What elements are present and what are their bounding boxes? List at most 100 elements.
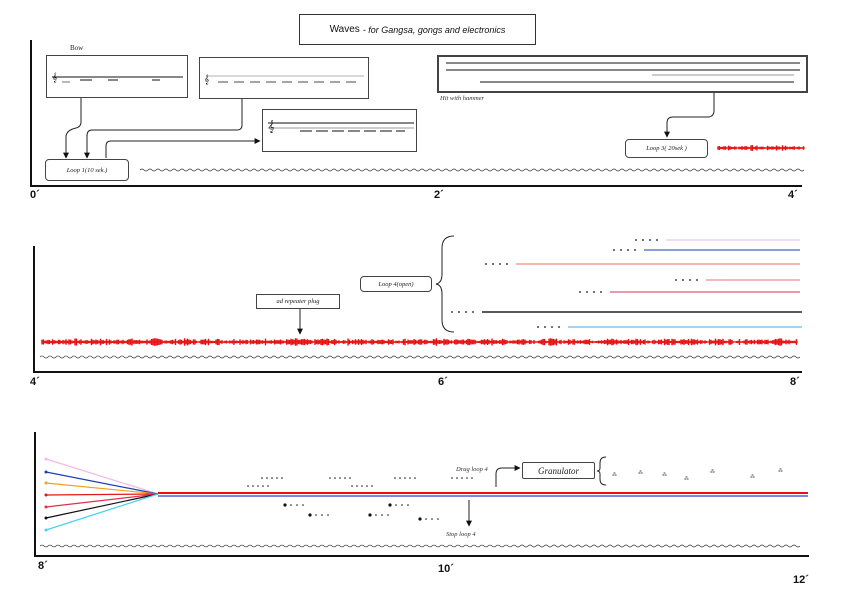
title-box: Waves - for Gangsa, gongs and electronic… — [299, 14, 536, 45]
system3-tick-8: 8´ — [38, 560, 48, 572]
system1-tick-0: 0´ — [30, 189, 40, 201]
gong-drone-line-1 — [139, 168, 805, 172]
note-dot — [266, 477, 268, 479]
loop4-dot — [675, 279, 677, 281]
grain-mark: ⁂ — [750, 474, 755, 480]
system3-tick-10: 10´ — [438, 563, 454, 575]
loop4-dot — [656, 239, 658, 241]
drag-arrow — [495, 465, 521, 487]
loop4-dot — [558, 326, 560, 328]
loop4-dot — [492, 263, 494, 265]
grain-mark: ⁂ — [638, 470, 643, 476]
note-dot — [276, 477, 278, 479]
fan-line-4 — [45, 493, 159, 496]
staff-3 — [268, 122, 414, 132]
fan-line-6 — [45, 493, 159, 519]
system1-tick-2: 2´ — [434, 189, 444, 201]
treble-clef-icon: 𝄞 — [52, 72, 57, 83]
loop4-dot — [544, 326, 546, 328]
system3-time-axis — [34, 555, 809, 557]
note-dot — [375, 514, 377, 516]
system1-tick-4: 4´ — [788, 189, 798, 201]
system3-tick-12: 12´ — [793, 574, 809, 586]
note-dot — [381, 514, 383, 516]
note-dot — [252, 485, 254, 487]
note-dot — [395, 504, 397, 506]
staff-2 — [206, 75, 364, 83]
loop4-dot — [485, 263, 487, 265]
loop4-dot — [600, 291, 602, 293]
note-dot — [451, 477, 453, 479]
note-dot — [308, 513, 312, 517]
note-dot — [407, 504, 409, 506]
grain-mark: ⁂ — [710, 469, 715, 475]
system2-time-axis — [33, 371, 802, 373]
loop4-dot — [635, 239, 637, 241]
note-dot — [399, 477, 401, 479]
note-dot — [366, 485, 368, 487]
stop-loop4-label: Stop loop 4 — [446, 531, 476, 538]
loop4-dot — [551, 326, 553, 328]
loop4-dot — [689, 279, 691, 281]
gong-drone-line-2 — [39, 355, 801, 359]
system3-vertical-axis — [34, 432, 36, 556]
system2-tick-8: 8´ — [790, 376, 800, 388]
note-dot — [368, 513, 372, 517]
title-subtitle: - for Gangsa, gongs and electronics — [362, 24, 506, 35]
fan-line-1 — [45, 458, 159, 495]
note-dot — [290, 504, 292, 506]
fan-line-5 — [45, 493, 159, 508]
note-dot — [281, 477, 283, 479]
note-dot — [261, 477, 263, 479]
drag-loop4-label: Drag loop 4 — [456, 466, 488, 473]
note-dot — [262, 485, 264, 487]
system1-connectors — [63, 93, 715, 159]
loop4-dot — [499, 263, 501, 265]
loop1-box: Loop 1(10 sek.) — [45, 159, 129, 181]
hammer-staff — [446, 62, 800, 83]
title-main: Waves — [329, 24, 360, 35]
grain-mark: ⁂ — [662, 472, 667, 478]
repeater-plug-box: ad repeater plug — [256, 294, 340, 309]
fan-line-7 — [45, 493, 159, 531]
note-dot — [401, 504, 403, 506]
score-excerpt-2 — [199, 57, 369, 99]
loop4-dot — [472, 311, 474, 313]
loop4-dot — [506, 263, 508, 265]
note-dot — [247, 485, 249, 487]
note-dot — [409, 477, 411, 479]
system2-tick-6: 6´ — [438, 376, 448, 388]
note-dot — [418, 517, 422, 521]
note-dot — [267, 485, 269, 487]
grain-mark: ⁂ — [778, 468, 783, 474]
note-dot — [466, 477, 468, 479]
system2-vertical-axis — [33, 246, 35, 372]
note-dot — [339, 477, 341, 479]
note-dot — [257, 485, 259, 487]
fan-start-dot — [44, 457, 48, 461]
loop4-dot — [613, 249, 615, 251]
loop4-dot — [593, 291, 595, 293]
loop4-brace — [435, 235, 455, 333]
fan-start-dot — [44, 470, 48, 474]
gong-drone-line-3 — [39, 544, 801, 548]
note-dot — [296, 504, 298, 506]
treble-clef-icon: 𝄞 — [268, 120, 275, 133]
fan-start-dot — [44, 481, 48, 485]
note-dot — [356, 485, 358, 487]
granulator-brace — [596, 456, 607, 486]
note-dot — [404, 477, 406, 479]
note-dot — [387, 514, 389, 516]
note-dot — [321, 514, 323, 516]
note-dot — [349, 477, 351, 479]
note-dot — [371, 485, 373, 487]
loop4-dot — [586, 291, 588, 293]
loop4-dot — [627, 249, 629, 251]
note-dot — [302, 504, 304, 506]
loop4-dot — [682, 279, 684, 281]
grain-mark: ⁂ — [612, 472, 617, 478]
loop4-dot — [458, 311, 460, 313]
note-dot — [431, 518, 433, 520]
loop4-dot — [579, 291, 581, 293]
loop4-dot — [642, 239, 644, 241]
